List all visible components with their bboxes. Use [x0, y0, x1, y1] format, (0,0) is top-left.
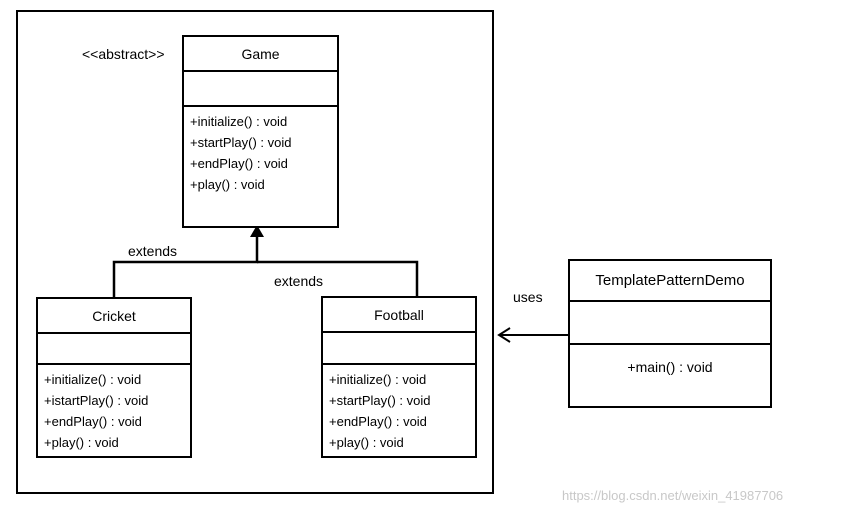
operation: +initialize() : void — [44, 372, 142, 387]
extends-label-right: extends — [274, 273, 324, 289]
class-football-attributes — [323, 333, 475, 365]
class-demo-operations: +main() : void — [570, 345, 770, 378]
class-cricket-attributes — [38, 334, 190, 365]
uses-label: uses — [513, 289, 543, 305]
class-game-name: Game — [184, 37, 337, 72]
class-football-name: Football — [323, 298, 475, 333]
operation: +istartPlay() : void — [44, 393, 149, 408]
class-football[interactable]: Football +initialize() : void +startPlay… — [321, 296, 477, 458]
operation: +endPlay() : void — [329, 414, 427, 429]
operation: +play() : void — [190, 177, 265, 192]
class-demo-name: TemplatePatternDemo — [570, 261, 770, 302]
abstract-stereotype: <<abstract>> — [82, 46, 165, 62]
class-football-operations: +initialize() : void +startPlay() : void… — [323, 365, 475, 453]
class-cricket-name: Cricket — [38, 299, 190, 334]
class-demo-attributes — [570, 302, 770, 345]
uses-arrowhead — [497, 327, 511, 343]
class-game-operations: +initialize() : void +startPlay() : void… — [184, 107, 337, 195]
extends-label-left: extends — [128, 243, 178, 259]
operation: +initialize() : void — [190, 114, 288, 129]
class-game-attributes — [184, 72, 337, 107]
operation: +initialize() : void — [329, 372, 427, 387]
operation: +endPlay() : void — [190, 156, 288, 171]
operation: +endPlay() : void — [44, 414, 142, 429]
class-game[interactable]: Game +initialize() : void +startPlay() :… — [182, 35, 339, 228]
class-cricket[interactable]: Cricket +initialize() : void +istartPlay… — [36, 297, 192, 458]
operation: +main() : void — [627, 359, 713, 375]
operation: +startPlay() : void — [329, 393, 431, 408]
class-template-pattern-demo[interactable]: TemplatePatternDemo +main() : void — [568, 259, 772, 408]
diagram-frame — [16, 10, 494, 494]
operation: +play() : void — [329, 435, 404, 450]
operation: +startPlay() : void — [190, 135, 292, 150]
class-cricket-operations: +initialize() : void +istartPlay() : voi… — [38, 365, 190, 453]
operation: +play() : void — [44, 435, 119, 450]
watermark-text: https://blog.csdn.net/weixin_41987706 — [562, 488, 784, 503]
extends-arrowhead — [250, 225, 264, 237]
extends-connector-cricket — [112, 232, 259, 299]
extends-connector-football — [257, 260, 419, 296]
